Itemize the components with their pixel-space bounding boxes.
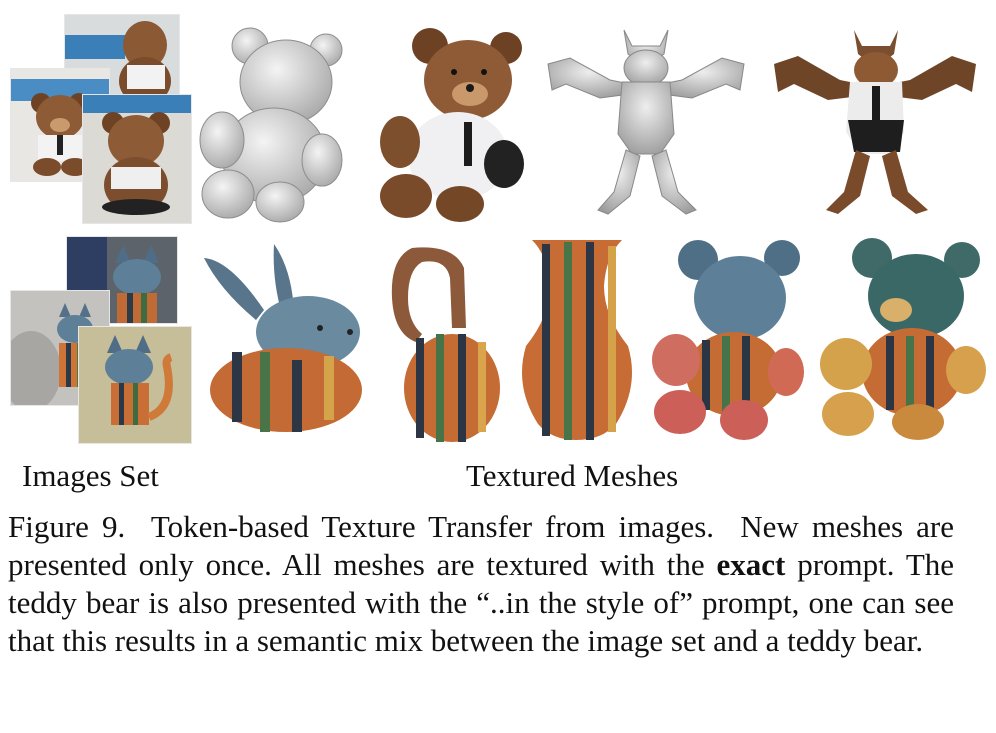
vase-mesh-textured [512,236,642,442]
cat-photo-floor [78,326,192,444]
teddy-bear-style-of-mesh [816,236,988,442]
figure-number: Figure 9. [8,509,126,544]
teddy-bear-mesh-textured [378,24,528,224]
textured-meshes-label: Textured Meshes [466,458,679,493]
caption-text-1: New meshes are presented only once. All … [8,509,955,582]
bunny-mesh-textured [200,240,370,436]
armadillo-mesh-untextured [540,24,752,218]
images-set-label: Images Set [22,458,159,493]
caption-text-2: prompt. The teddy bear is also presented… [8,547,955,658]
figure-caption: Figure 9. Token-based Texture Transfer f… [8,508,954,660]
bear-photo-side [82,94,192,224]
klein-bottle-mesh-textured [382,238,504,444]
teddy-bear-mesh-untextured [198,24,350,224]
figure-title: Token-based Texture Transfer from images… [150,509,715,544]
armadillo-mesh-textured [768,24,982,218]
caption-bold-word: exact [716,547,786,582]
teddy-bear-striped-mesh [650,236,806,442]
